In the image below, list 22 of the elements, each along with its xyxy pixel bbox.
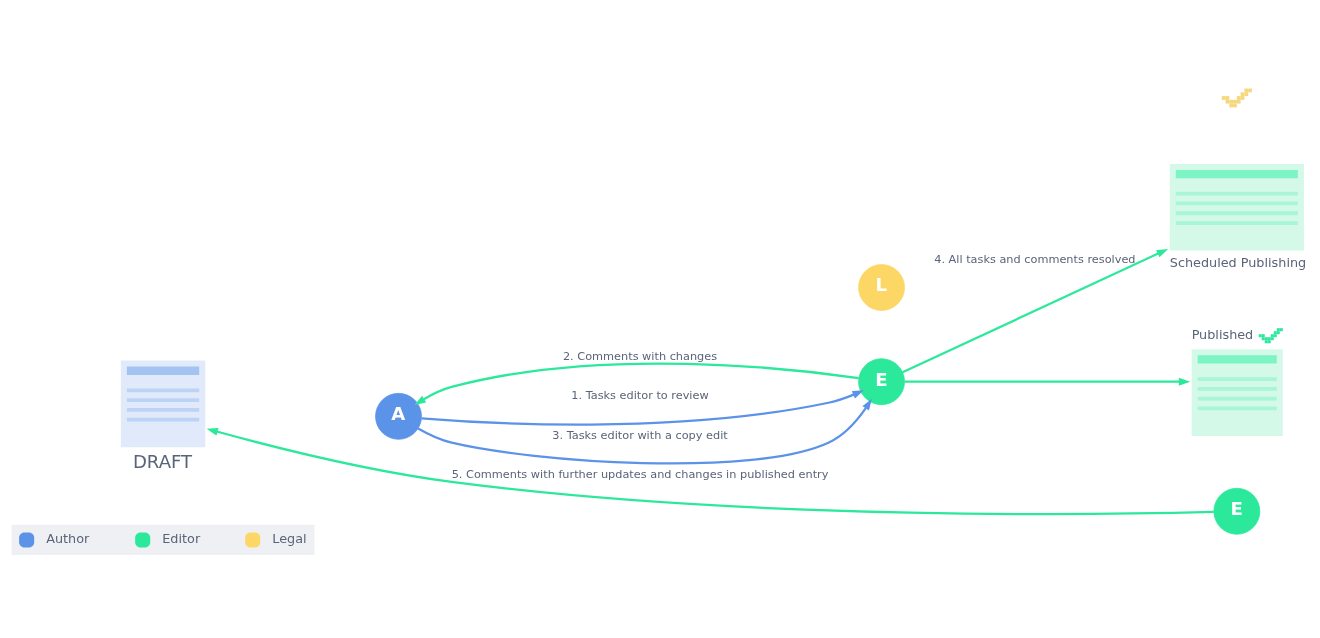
node-circle: A	[375, 392, 422, 440]
edge-label: 3. Tasks editor with a copy edit	[552, 428, 728, 442]
edge-label: 1. Tasks editor to review	[571, 388, 709, 402]
edge-label: 4. All tasks and comments resolved	[934, 252, 1136, 266]
node-circle: E	[858, 357, 905, 405]
node-label: DRAFT	[132, 450, 193, 472]
arrow	[417, 398, 872, 465]
edge-label: 5. Comments with further updates and changes in published entry	[451, 467, 829, 481]
node-circle: L	[858, 263, 905, 311]
node-circle: E	[1213, 487, 1261, 535]
edge-label: 2. Comments with changes	[562, 349, 718, 363]
legend-label: Legal	[272, 530, 307, 546]
node-label: Scheduled Publishing	[1169, 254, 1307, 270]
node-box	[1169, 163, 1304, 251]
arrow	[421, 389, 864, 426]
arrow	[206, 427, 1214, 515]
legend-label: Editor	[162, 530, 201, 546]
node-box	[120, 360, 206, 447]
legend-label: Author	[46, 530, 90, 546]
arrow	[414, 361, 859, 405]
arrow	[902, 248, 1169, 373]
arrow	[904, 377, 1191, 386]
